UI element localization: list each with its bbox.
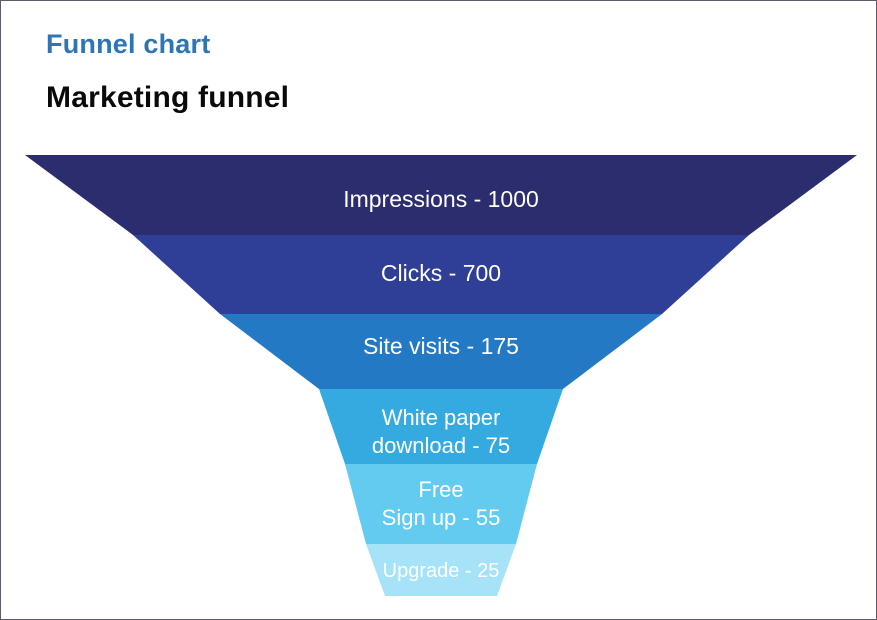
funnel-segment-label: Site visits - 175 <box>363 333 519 359</box>
funnel-segment-label: Impressions - 1000 <box>343 186 539 212</box>
funnel-segment-white-paper-download <box>319 389 563 464</box>
funnel-segment-site-visits <box>220 314 662 389</box>
funnel-segment-label: Upgrade - 25 <box>383 560 500 582</box>
funnel-segment-label: Clicks - 700 <box>381 260 501 286</box>
funnel-segment-impressions <box>25 155 857 235</box>
funnel-segment-free-sign-up <box>345 464 537 544</box>
funnel-segment-clicks <box>133 235 749 314</box>
chart-title: Marketing funnel <box>46 81 290 114</box>
funnel-segment-upgrade <box>366 544 516 596</box>
page-title: Funnel chart <box>46 29 211 59</box>
